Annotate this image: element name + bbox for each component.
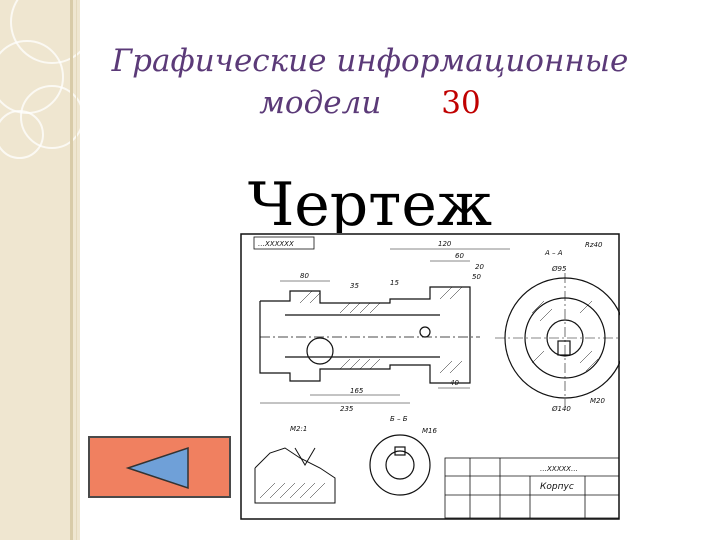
decorative-side-strip	[0, 0, 94, 540]
dim-120: 120	[438, 240, 452, 248]
drawing-svg: …ХХХХХХ 120 6	[240, 233, 626, 520]
top-label: …ХХХХХХ	[258, 240, 294, 248]
dim-m16: M16	[422, 427, 437, 435]
section-label-b: Б – Б	[390, 415, 408, 423]
title-line-2: модели 30	[90, 82, 650, 124]
view-label-a: А – А	[544, 249, 563, 257]
score-value: 30	[441, 85, 481, 121]
dim-165: 165	[350, 387, 364, 395]
dim-20: 20	[475, 263, 484, 271]
view-a-hatching	[531, 300, 599, 372]
dim-40: 40	[450, 379, 459, 387]
part-name: Корпус	[540, 482, 574, 492]
scale-label: М2:1	[290, 425, 307, 433]
dim-m20: M20	[590, 397, 605, 405]
dim-60: 60	[455, 252, 464, 260]
top-label-box	[253, 236, 315, 250]
title-block	[444, 457, 620, 519]
dimension-lines	[260, 248, 510, 404]
decor-circle	[0, 110, 44, 159]
section-b-b	[369, 434, 431, 496]
view-a-a	[495, 273, 626, 408]
dim-50: 50	[472, 273, 481, 281]
stamp-code: …ХХХХХ…	[540, 465, 578, 473]
slide-title: Графические информационные модели 30	[90, 40, 650, 124]
title-line-1: Графические информационные	[111, 43, 629, 79]
dim-15: 15	[390, 279, 399, 287]
drawing-frame	[240, 233, 620, 520]
dim-80: 80	[300, 272, 309, 280]
roughness-label: Rz40	[585, 241, 603, 249]
decor-rule	[70, 0, 73, 540]
title-line-2-text: модели	[259, 85, 382, 121]
technical-drawing: …ХХХХХХ 120 6	[240, 233, 626, 520]
shaft-view	[259, 286, 480, 384]
dim-35: 35	[350, 282, 359, 290]
back-button[interactable]	[88, 436, 231, 498]
slide-heading: Чертеж	[247, 170, 493, 240]
dim-d140: Ø140	[551, 405, 571, 413]
detail-view	[254, 447, 336, 504]
decor-rule	[76, 0, 77, 540]
section-hatching	[299, 286, 463, 374]
dim-d95: Ø95	[551, 265, 567, 273]
dim-235: 235	[340, 405, 354, 413]
detail-hatching	[259, 482, 326, 499]
triangle-left-icon	[125, 446, 189, 490]
